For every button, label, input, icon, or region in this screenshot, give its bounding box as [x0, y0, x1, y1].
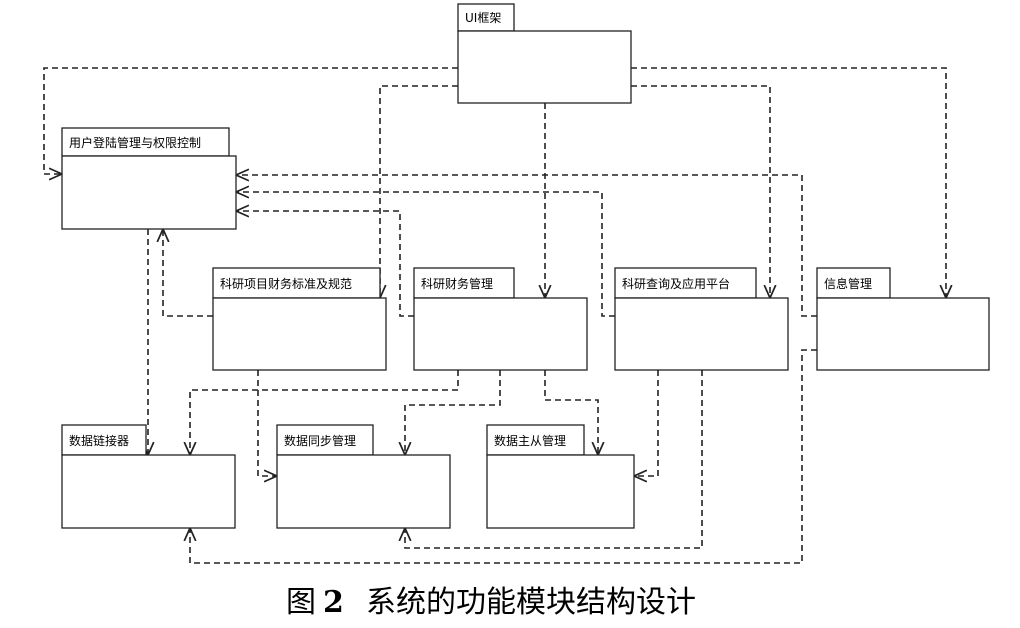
edge-standards-to-user-login [163, 229, 213, 317]
package-query-platform: 科研查询及应用平台 [614, 267, 789, 371]
edge-ui-to-info [631, 67, 946, 298]
package-body [457, 30, 632, 104]
package-body [212, 297, 387, 371]
edge-info-to-connector [190, 349, 817, 564]
edge-standards-to-sync [257, 370, 277, 476]
package-tab [457, 3, 515, 32]
dependency-lines [43, 67, 946, 564]
package-body [61, 155, 237, 230]
edge-query-to-sync [405, 370, 703, 549]
edge-query-to-master-slave [634, 370, 659, 476]
figure-caption: 图 2 系统的功能模块结构设计 [286, 585, 696, 620]
edge-ui-to-standards [380, 85, 458, 298]
package-label-data-master-slave: 数据主从管理 [494, 433, 566, 448]
package-label-data-sync: 数据同步管理 [284, 433, 356, 448]
package-body [614, 297, 789, 371]
edge-finance-to-connector [190, 370, 459, 455]
package-user-login: 用户登陆管理与权限控制 [61, 127, 237, 230]
package-data-sync: 数据同步管理 [276, 424, 451, 529]
package-label-user-login: 用户登陆管理与权限控制 [69, 135, 201, 150]
edge-finance-to-sync [405, 370, 501, 455]
edge-finance-to-user-login [236, 211, 414, 317]
edge-finance-to-master-slave [544, 370, 598, 455]
package-finance: 科研财务管理 [413, 267, 588, 371]
package-label-standards: 科研项目财务标准及规范 [220, 276, 352, 291]
package-label-info-management: 信息管理 [824, 276, 872, 291]
package-standards: 科研项目财务标准及规范 [212, 267, 387, 371]
edge-query-to-user-login [236, 192, 615, 317]
caption-title: 系统的功能模块结构设计 [366, 585, 696, 620]
caption-number: 2 [323, 585, 344, 620]
package-label-finance: 科研财务管理 [421, 276, 493, 291]
caption-label: 图 [286, 585, 316, 620]
package-body [276, 454, 451, 529]
package-label-ui-framework: UI框架 [465, 11, 501, 25]
package-body [486, 454, 635, 529]
package-tab [276, 424, 374, 456]
package-info-management: 信息管理 [816, 267, 990, 371]
edge-ui-to-query [631, 85, 770, 298]
package-body [61, 454, 236, 529]
package-data-connector: 数据链接器 [61, 424, 236, 529]
package-tab [486, 424, 585, 456]
package-body [413, 297, 588, 371]
package-data-master-slave: 数据主从管理 [486, 424, 635, 529]
package-ui-framework: UI框架 [457, 3, 632, 104]
package-label-data-connector: 数据链接器 [69, 433, 129, 448]
package-label-query-platform: 科研查询及应用平台 [622, 276, 730, 291]
package-tab [61, 424, 147, 456]
package-body [816, 297, 990, 371]
edge-info-to-user-login [236, 175, 817, 317]
